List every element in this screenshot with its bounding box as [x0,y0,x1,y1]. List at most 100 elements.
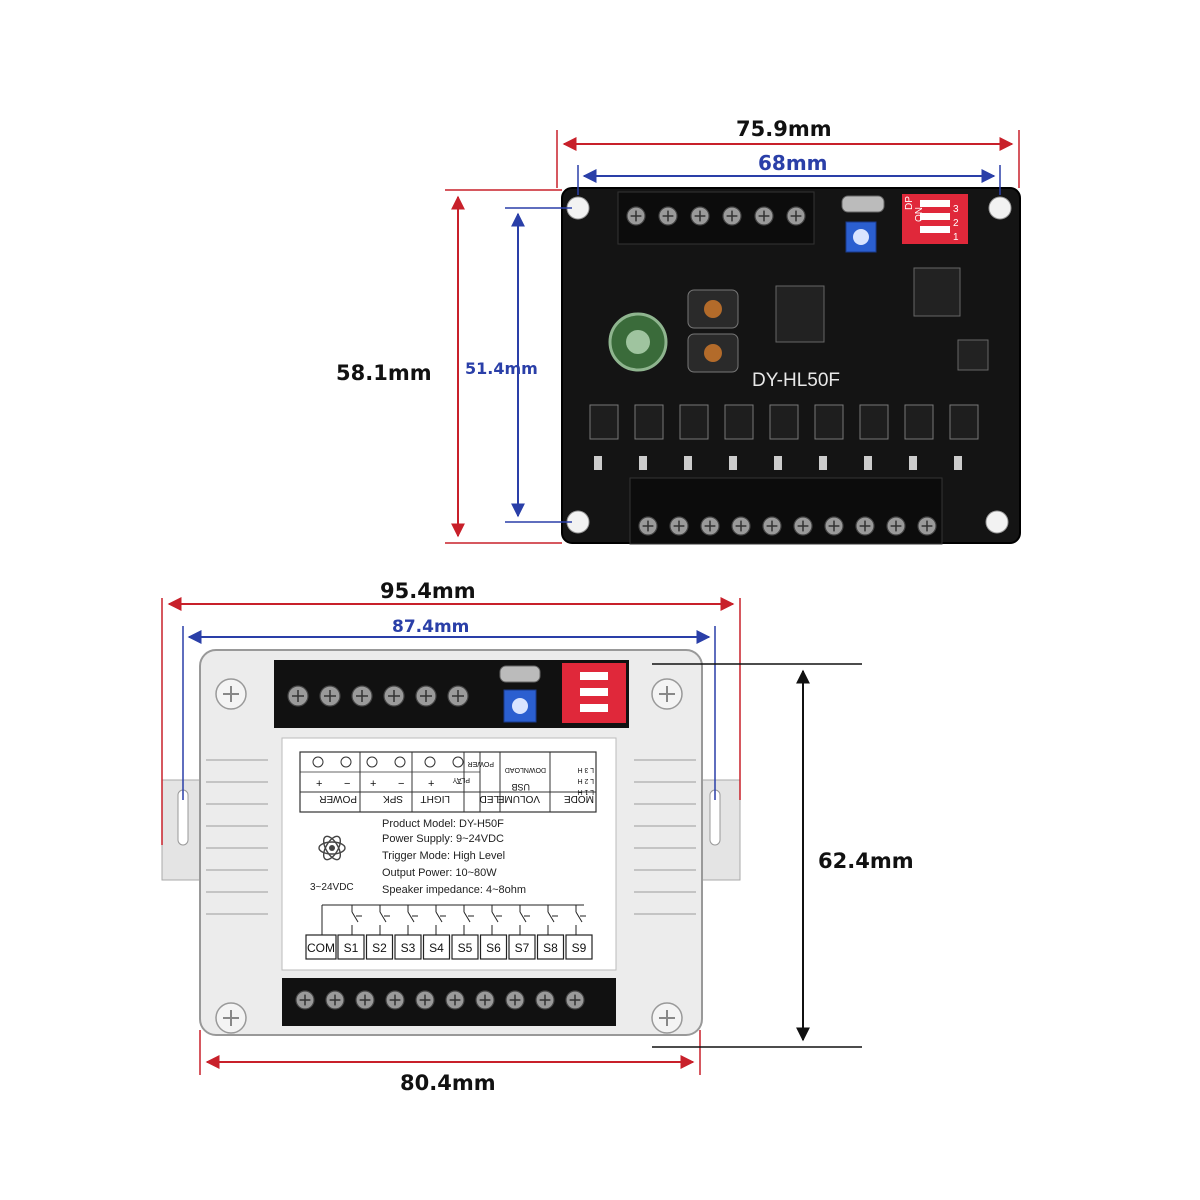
volume-potentiometer [845,221,877,253]
terminal-screw [295,990,315,1010]
mode-row-2: L 2 H [578,777,594,784]
terminal-screw [786,206,806,226]
terminal-screw [731,516,751,536]
terminal-screw [855,516,875,536]
main-chip [775,285,825,343]
svg-text:S2: S2 [372,941,387,955]
terminal-screw [385,990,405,1010]
terminal-label-s5: S5 [451,934,479,960]
small-chip [957,339,989,371]
dip-number-2: 2 [953,218,959,229]
optocoupler [679,404,709,440]
dip-switch: ON DP 1 2 3 [902,194,968,244]
svg-text:S8: S8 [543,941,558,955]
svg-text:S9: S9 [572,941,587,955]
terminal-screw [762,516,782,536]
terminal-screw [325,990,345,1010]
terminal-label-s4: S4 [422,934,451,960]
case-dimensions: 95.4mm 87.4mm 80.4mm 62.4mm [161,579,914,1095]
panel-header-light: LIGHT [421,793,450,804]
amplifier-chip [913,267,961,317]
board-width-label: 75.9mm [736,117,832,141]
dip-number-1: 1 [953,232,959,243]
polarity-mark: + [370,778,376,790]
spec-speaker-impedance: Speaker impedance: 4~8ohm [382,884,526,896]
terminal-screw [319,685,341,707]
optocoupler [904,404,934,440]
resistor [684,456,692,470]
case-screw-icon [651,678,683,710]
spec-trigger-mode: Trigger Mode: High Level [382,850,505,862]
optocoupler-row [589,404,979,470]
terminal-screw [447,685,469,707]
panel-header-volume: VOLUME [497,793,540,804]
indicator-circle [424,756,436,768]
svg-text:S1: S1 [344,941,359,955]
svg-text:S3: S3 [401,941,416,955]
terminal-screw [383,685,405,707]
terminal-screw [355,990,375,1010]
bottom-terminal-block [629,477,943,545]
panel-header-led: LED [480,793,499,804]
terminal-screw [658,206,678,226]
indicator-circle [366,756,378,768]
terminal-screw [565,990,585,1010]
terminal-screw [700,516,720,536]
terminal-label-s3: S3 [394,934,422,960]
board-hole-width-label: 68mm [758,151,828,175]
resistor [909,456,917,470]
terminal-screw [917,516,937,536]
play-label: PLAY [452,776,470,783]
dip-dp-label: DP [904,196,915,210]
indicator-circle [340,756,352,768]
polarity-mark: − [456,778,462,790]
terminal-label-s1: S1 [337,934,365,960]
svg-text:S4: S4 [429,941,444,955]
terminal-label-s2: S2 [365,934,394,960]
resistor [954,456,962,470]
manufacturer-logo-icon [318,835,346,861]
capacitor [608,312,668,372]
terminal-screw [415,990,435,1010]
case-dip-switch [562,663,626,723]
case-height-label: 62.4mm [818,849,914,873]
mode-row-3: L 3 H [578,766,594,773]
polarity-mark: − [398,778,404,790]
optocoupler [859,404,889,440]
case-screw-icon [215,678,247,710]
terminal-screw [754,206,774,226]
panel-header-spk: SPK [383,793,403,804]
spec-model: Product Model: DY-H50F [382,818,504,830]
optocoupler [589,404,619,440]
terminal-label-s6: S6 [479,934,508,960]
top-terminal-block [617,191,815,245]
terminal-label-s7: S7 [508,934,536,960]
terminal-screw [505,990,525,1010]
svg-text:S7: S7 [515,941,530,955]
polarity-mark: − [344,778,350,790]
case-potentiometer [503,689,537,723]
usb-port [841,195,885,213]
case-screw-icon [215,1002,247,1034]
terminal-screw [626,206,646,226]
polarity-mark: + [316,778,322,790]
spec-output-power: Output Power: 10~80W [382,867,497,879]
terminal-screw [475,990,495,1010]
board-hole-height-label: 51.4mm [465,359,538,378]
dip-number-3: 3 [953,204,959,215]
svg-text:S6: S6 [486,941,501,955]
resistor [864,456,872,470]
terminal-screw [535,990,555,1010]
terminal-screw [669,516,689,536]
optocoupler [724,404,754,440]
terminal-screw [793,516,813,536]
usb-label: USB [511,782,530,792]
polarity-mark: + [428,778,434,790]
power-led-label: POWER [468,760,494,767]
case-usb-port [499,665,541,683]
download-label: DOWNLOAD [505,766,546,773]
terminal-screw [824,516,844,536]
resistor [774,456,782,470]
